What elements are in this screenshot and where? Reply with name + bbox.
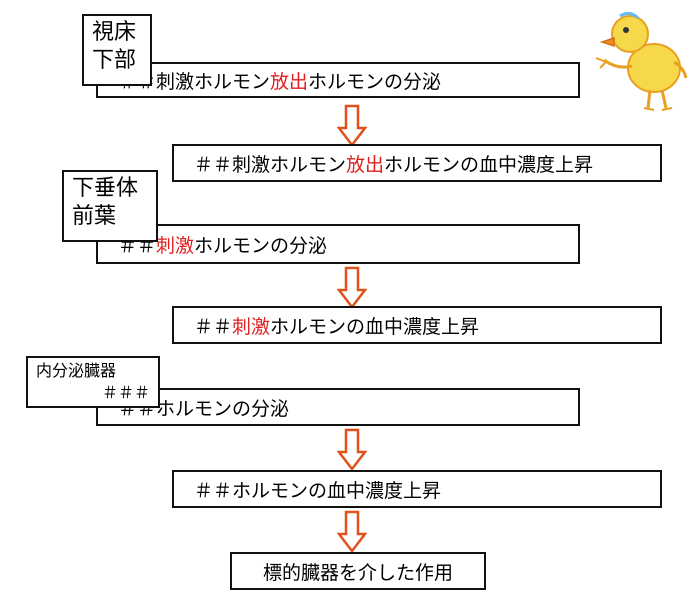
organ-hypothalamus: 視床 下部 (82, 14, 152, 86)
step-text: ＃＃ホルモンの血中濃度上昇 (194, 479, 442, 502)
step-target-organ-action: 標的臓器を介した作用 (230, 552, 486, 590)
organ-label-line2: ＃＃＃ (101, 383, 150, 402)
step-text-highlight: 放出 (346, 153, 385, 176)
down-arrow-icon (337, 510, 367, 554)
organ-label-line1: 内分泌臓器 (36, 361, 117, 380)
step-hypothalamus-secretion: ＃＃刺激ホルモン放出ホルモンの分泌 (96, 62, 580, 98)
step-text-suffix: ホルモンの血中濃度上昇 (270, 315, 480, 338)
step-text-suffix: ホルモンの分泌 (194, 234, 328, 257)
down-arrow-icon (337, 266, 367, 310)
step-text-prefix: ＃＃ (194, 315, 233, 338)
step-releasing-hormone-blood-level: ＃＃刺激ホルモン放出ホルモンの血中濃度上昇 (172, 144, 662, 182)
step-text-suffix: ホルモンの血中濃度上昇 (384, 153, 594, 176)
step-text-highlight: 放出 (270, 70, 309, 93)
step-stimulating-hormone-blood-level: ＃＃刺激ホルモンの血中濃度上昇 (172, 306, 662, 344)
step-hormone-secretion: ＃＃ホルモンの分泌 (96, 388, 580, 426)
step-text-suffix: ホルモンの分泌 (308, 70, 442, 93)
down-arrow-icon (337, 104, 367, 148)
organ-label-line2: 下部 (92, 48, 137, 73)
step-text-prefix: ＃＃刺激ホルモン (194, 153, 347, 176)
step-text: 標的臓器を介した作用 (262, 561, 453, 584)
yellow-chick-icon (595, 11, 688, 111)
organ-anterior-pituitary: 下垂体 前葉 (62, 170, 158, 242)
step-pituitary-secretion: ＃＃刺激ホルモンの分泌 (96, 224, 580, 264)
step-hormone-blood-level: ＃＃ホルモンの血中濃度上昇 (172, 470, 662, 508)
organ-label-line1: 視床 (92, 20, 137, 45)
organ-endocrine: 内分泌臓器 ＃＃＃ (26, 356, 160, 408)
organ-label-line2: 前葉 (72, 204, 117, 229)
down-arrow-icon (337, 428, 367, 472)
step-text-highlight: 刺激 (232, 315, 271, 338)
step-text: ＃＃ホルモンの分泌 (118, 397, 290, 420)
step-text-prefix: ＃＃刺激ホルモン (118, 70, 271, 93)
step-text-highlight: 刺激 (156, 234, 195, 257)
organ-label-line1: 下垂体 (72, 176, 139, 201)
